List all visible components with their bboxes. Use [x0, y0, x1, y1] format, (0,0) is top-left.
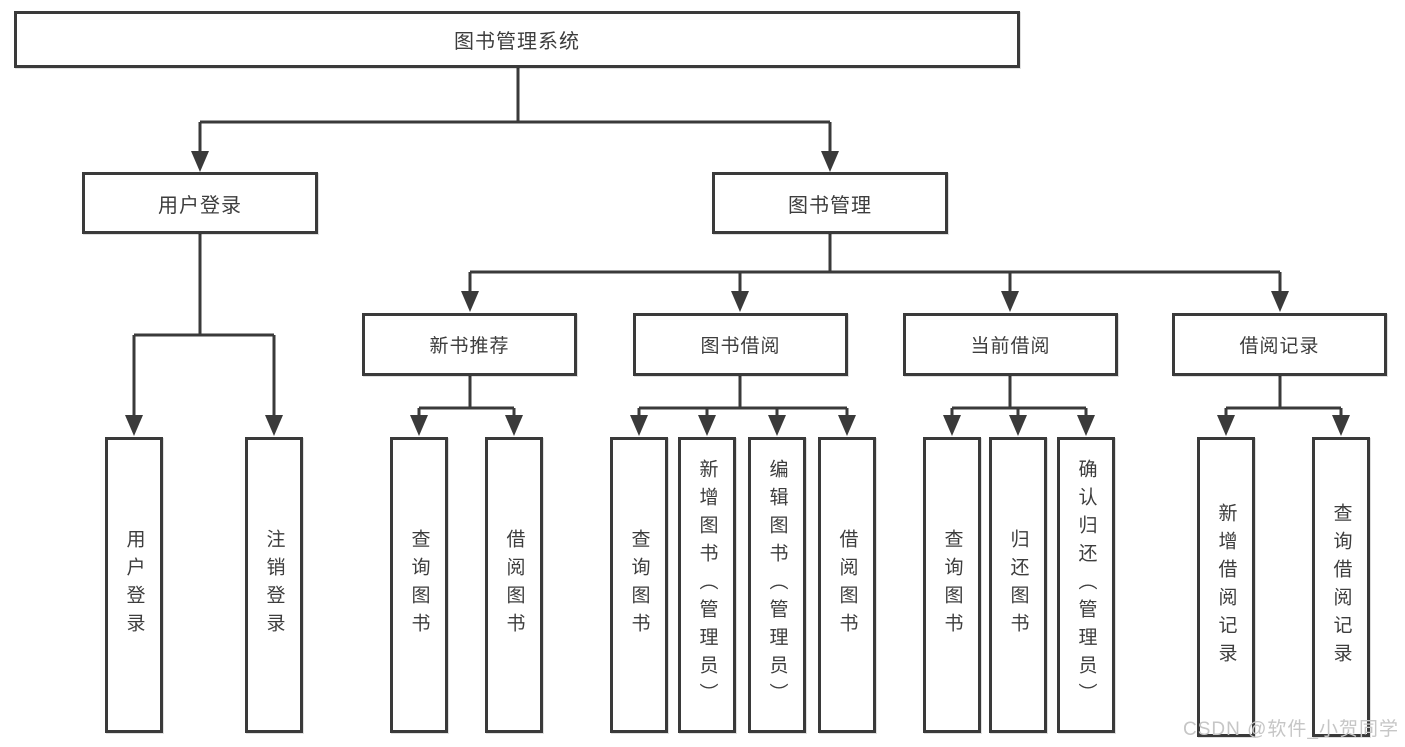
- leaf-br-query-record: 查询借阅记录: [1312, 437, 1370, 737]
- connector-book-borrowing: [630, 376, 856, 436]
- leaf-bb-add-books-admin-label: 新增图书（管理员）: [696, 459, 718, 711]
- node-book-borrowing-label: 图书借阅: [700, 336, 781, 357]
- connector-borrowing-records: [1217, 376, 1350, 436]
- leaf-bb-query-books-label: 查询图书: [628, 529, 650, 641]
- leaf-bb-query-books: 查询图书: [610, 437, 668, 733]
- node-new-book-recommendation-label: 新书推荐: [429, 336, 510, 357]
- node-book-management-system: 图书管理系统: [14, 11, 1020, 68]
- leaf-nb-query-books-label: 查询图书: [408, 529, 430, 641]
- leaf-cb-query-books-label: 查询图书: [941, 529, 963, 641]
- leaf-br-add-record-label: 新增借阅记录: [1215, 503, 1237, 671]
- leaf-cb-query-books: 查询图书: [923, 437, 981, 733]
- leaf-user-login: 用户登录: [105, 437, 163, 733]
- leaf-user-login-label: 用户登录: [123, 529, 145, 641]
- leaf-nb-query-books: 查询图书: [390, 437, 448, 733]
- leaf-logout: 注销登录: [245, 437, 303, 733]
- node-book-management-system-label: 图书管理系统: [454, 31, 580, 53]
- connector-current-borrowing: [943, 376, 1095, 436]
- connector-book-management: [461, 234, 1289, 312]
- leaf-nb-borrow-books: 借阅图书: [485, 437, 543, 733]
- connector-user-login: [125, 234, 283, 436]
- node-book-borrowing: 图书借阅: [633, 313, 848, 376]
- node-borrowing-records: 借阅记录: [1172, 313, 1387, 376]
- connector-new-book-recommendation: [410, 376, 523, 436]
- node-book-management: 图书管理: [712, 172, 948, 234]
- node-borrowing-records-label: 借阅记录: [1239, 336, 1320, 357]
- leaf-cb-return-books-label: 归还图书: [1007, 529, 1029, 641]
- csdn-watermark: CSDN @软件_小贺同学: [1183, 719, 1399, 740]
- node-current-borrowing-label: 当前借阅: [970, 336, 1051, 357]
- leaf-bb-borrow-books-label: 借阅图书: [836, 529, 858, 641]
- node-user-login-label: 用户登录: [158, 194, 242, 217]
- leaf-cb-return-books: 归还图书: [989, 437, 1047, 733]
- node-user-login: 用户登录: [82, 172, 318, 234]
- connector-root: [191, 68, 839, 172]
- leaf-bb-borrow-books: 借阅图书: [818, 437, 876, 733]
- node-new-book-recommendation: 新书推荐: [362, 313, 577, 376]
- leaf-bb-add-books-admin: 新增图书（管理员）: [678, 437, 736, 733]
- leaf-nb-borrow-books-label: 借阅图书: [503, 529, 525, 641]
- leaf-bb-edit-books-admin: 编辑图书（管理员）: [748, 437, 806, 733]
- leaf-br-query-record-label: 查询借阅记录: [1330, 503, 1352, 671]
- leaf-br-add-record: 新增借阅记录: [1197, 437, 1255, 737]
- leaf-logout-label: 注销登录: [263, 529, 285, 641]
- node-book-management-label: 图书管理: [788, 194, 872, 217]
- leaf-bb-edit-books-admin-label: 编辑图书（管理员）: [766, 459, 788, 711]
- leaf-cb-confirm-return-admin: 确认归还（管理员）: [1057, 437, 1115, 733]
- node-current-borrowing: 当前借阅: [903, 313, 1118, 376]
- leaf-cb-confirm-return-admin-label: 确认归还（管理员）: [1075, 459, 1097, 711]
